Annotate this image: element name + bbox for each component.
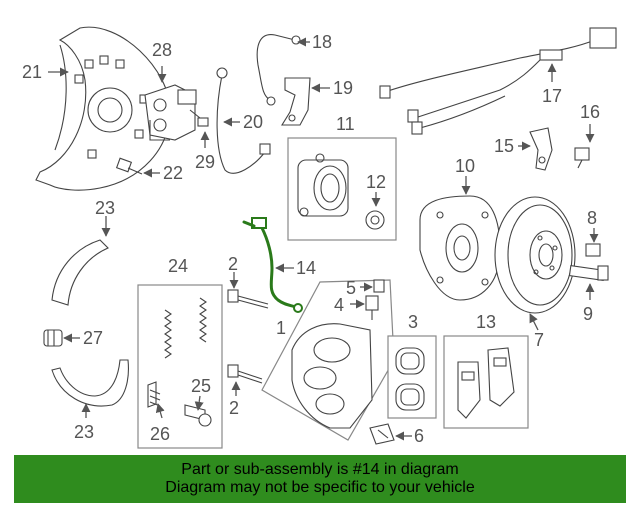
brake-hose-20-part [216, 67, 271, 174]
hub-10-part [419, 195, 501, 301]
banner-line-1: Part or sub-assembly is #14 in diagram [181, 461, 459, 478]
callout-8: 8 [587, 208, 597, 228]
callout-27: 27 [83, 328, 103, 348]
parts-diagram: 21 28 22 29 20 18 19 [22, 26, 617, 449]
abs-sensor-15-part [529, 127, 553, 171]
callout-16: 16 [580, 102, 600, 122]
piston-11-part [297, 153, 349, 217]
callout-13: 13 [476, 312, 496, 332]
brake-shoe-upper-23-part [51, 239, 109, 306]
callout-26: 26 [150, 424, 170, 444]
seal-12-part [365, 210, 385, 230]
callout-20: 20 [243, 112, 263, 132]
brake-pads-13-part [457, 347, 515, 419]
callout-23-upper: 23 [95, 198, 115, 218]
parking-brake-adjuster-part [144, 84, 197, 141]
plug-8-part [585, 243, 601, 257]
bolt-2-lower-part [227, 364, 263, 384]
bleeder-5-part [373, 279, 385, 293]
callout-14: 14 [296, 258, 316, 278]
bolt-29-part [189, 109, 209, 127]
banner-line-2: Diagram may not be specific to your vehi… [165, 479, 475, 496]
callout-28: 28 [152, 40, 172, 60]
callout-12: 12 [366, 172, 386, 192]
dust-shield-part [35, 26, 171, 191]
rotor-7-part [494, 196, 576, 314]
callout-25: 25 [191, 376, 211, 396]
callout-1: 1 [276, 318, 286, 338]
callout-3: 3 [408, 312, 418, 332]
adjuster-27-part [43, 329, 63, 347]
callout-2-upper: 2 [228, 254, 238, 274]
callout-5: 5 [346, 278, 356, 298]
callout-6: 6 [414, 426, 424, 446]
callout-11: 11 [336, 114, 355, 134]
bolt-9-part [568, 265, 609, 281]
callout-10: 10 [455, 156, 475, 176]
info-banner: Part or sub-assembly is #14 in diagram D… [14, 455, 626, 503]
callout-29: 29 [195, 152, 215, 172]
callout-19: 19 [333, 78, 353, 98]
brake-shoe-lower-23-part [51, 359, 129, 407]
bolt-2-upper-part [227, 289, 269, 309]
callout-18: 18 [312, 32, 332, 52]
callout-4: 4 [334, 295, 344, 315]
panel-13 [443, 335, 529, 429]
brake-hose-14-highlighted-part [242, 217, 303, 313]
wear-sensor-17-part [379, 27, 617, 135]
bolt-22-part [115, 157, 143, 175]
bleeder-4-part [365, 295, 379, 320]
callout-9: 9 [583, 304, 593, 324]
callout-21: 21 [22, 62, 42, 82]
callout-2-lower: 2 [229, 398, 239, 418]
callout-24: 24 [168, 256, 188, 276]
bolt-16-part [574, 147, 590, 169]
callout-17: 17 [542, 86, 562, 106]
seals-3-part [395, 347, 425, 411]
callout-15: 15 [494, 136, 514, 156]
caliper-1-part [291, 323, 373, 429]
callout-7: 7 [534, 330, 544, 350]
clip-6-part [369, 423, 395, 445]
bracket-19-part [281, 77, 311, 126]
callout-22: 22 [163, 163, 183, 183]
callout-23-lower: 23 [74, 422, 94, 442]
